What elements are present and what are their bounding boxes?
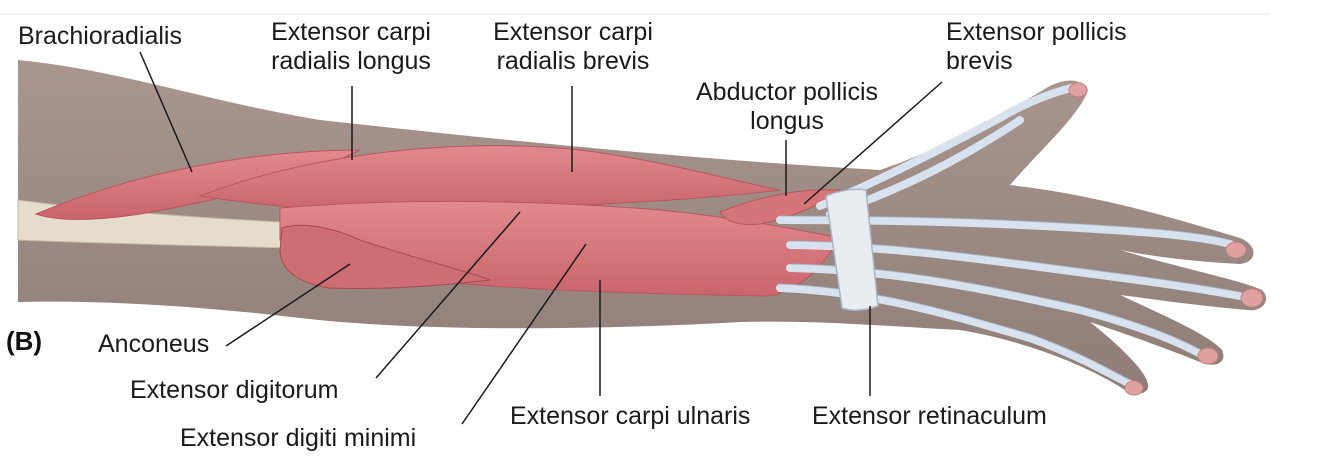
label-extensor-carpi-radialis-longus: Extensor carpi radialis longus: [246, 18, 456, 76]
label-apl-line1: Abductor pollicis: [695, 78, 879, 106]
leader-extensor-digiti-minimi: [461, 243, 587, 425]
label-epb-line2: brevis: [946, 47, 1013, 75]
label-extensor-digiti-minimi: Extensor digiti minimi: [180, 424, 417, 452]
label-epb-line1: Extensor pollicis: [946, 18, 1127, 46]
leader-brachioradialis: [139, 51, 193, 173]
label-anconeus: Anconeus: [98, 330, 210, 358]
panel-label: (B): [6, 326, 43, 356]
anconeus-muscle: [279, 224, 491, 290]
leader-extensor-digitorum: [375, 211, 521, 379]
fingertips: [1068, 82, 1264, 396]
label-ecrl-line1: Extensor carpi: [271, 18, 431, 46]
label-extensor-digitorum: Extensor digitorum: [130, 376, 339, 404]
label-extensor-pollicis-brevis: Extensor pollicis brevis: [946, 18, 1127, 76]
label-abductor-pollicis-longus: Abductor pollicis longus: [676, 78, 898, 136]
label-ecrb-line2: radialis brevis: [496, 47, 650, 75]
label-apl-line2: longus: [750, 107, 824, 135]
label-brachioradialis: Brachioradialis: [18, 22, 182, 50]
label-extensor-carpi-radialis-brevis: Extensor carpi radialis brevis: [468, 18, 678, 76]
label-ecrl-line2: radialis longus: [271, 47, 431, 75]
leader-anconeus: [225, 263, 351, 347]
extensor-retinaculum-band: [825, 188, 879, 311]
leader-epb: [803, 81, 943, 205]
label-extensor-retinaculum: Extensor retinaculum: [812, 402, 1047, 430]
leader-lines: [139, 51, 943, 425]
label-extensor-carpi-ulnaris: Extensor carpi ulnaris: [510, 402, 751, 430]
label-ecrb-line1: Extensor carpi: [493, 18, 653, 46]
